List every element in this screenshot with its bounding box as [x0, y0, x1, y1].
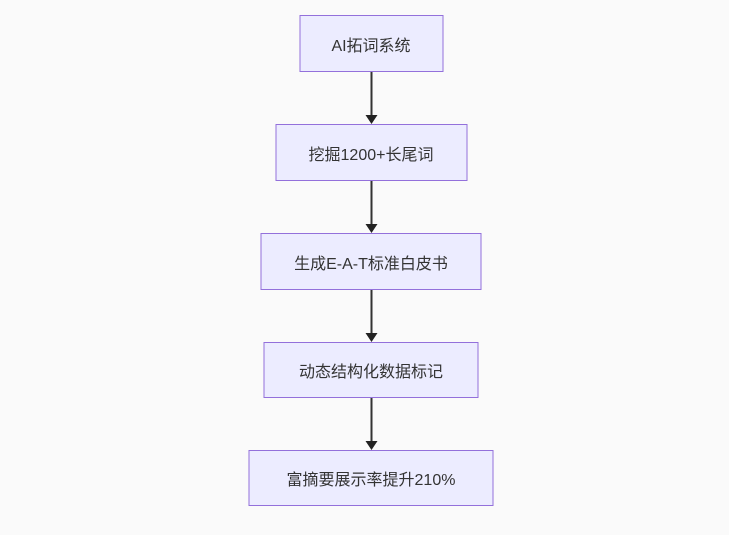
edge-line: [370, 290, 372, 333]
flow-node-rich-snippet-rate: 富摘要展示率提升210%: [248, 450, 494, 506]
edge-line: [370, 398, 372, 441]
arrow-down-icon: [365, 333, 377, 342]
flow-node-label: 富摘要展示率提升210%: [286, 472, 456, 489]
flow-node-label: 生成E-A-T标准白皮书: [294, 255, 448, 273]
flow-edge: [365, 72, 377, 124]
flowchart: AI拓词系统 挖掘1200+长尾词 生成E-A-T标准白皮书 动态结构化数据标记: [248, 15, 494, 506]
flow-node-structured-data-markup: 动态结构化数据标记: [263, 342, 479, 398]
flow-node-label: 挖掘1200+长尾词: [308, 146, 434, 164]
flow-edge: [365, 290, 377, 342]
flow-node-label: AI拓词系统: [331, 37, 411, 55]
flow-edge: [365, 398, 377, 450]
flow-node-longtail-mining: 挖掘1200+长尾词: [275, 124, 467, 181]
edge-line: [370, 181, 372, 224]
arrow-down-icon: [365, 224, 377, 233]
flow-edge: [365, 181, 377, 233]
arrow-down-icon: [365, 441, 377, 450]
flow-node-eat-whitepaper: 生成E-A-T标准白皮书: [260, 233, 482, 290]
edge-line: [370, 72, 372, 115]
flow-node-label: 动态结构化数据标记: [298, 364, 443, 381]
flow-node-ai-keyword-system: AI拓词系统: [299, 15, 443, 72]
arrow-down-icon: [365, 115, 377, 124]
